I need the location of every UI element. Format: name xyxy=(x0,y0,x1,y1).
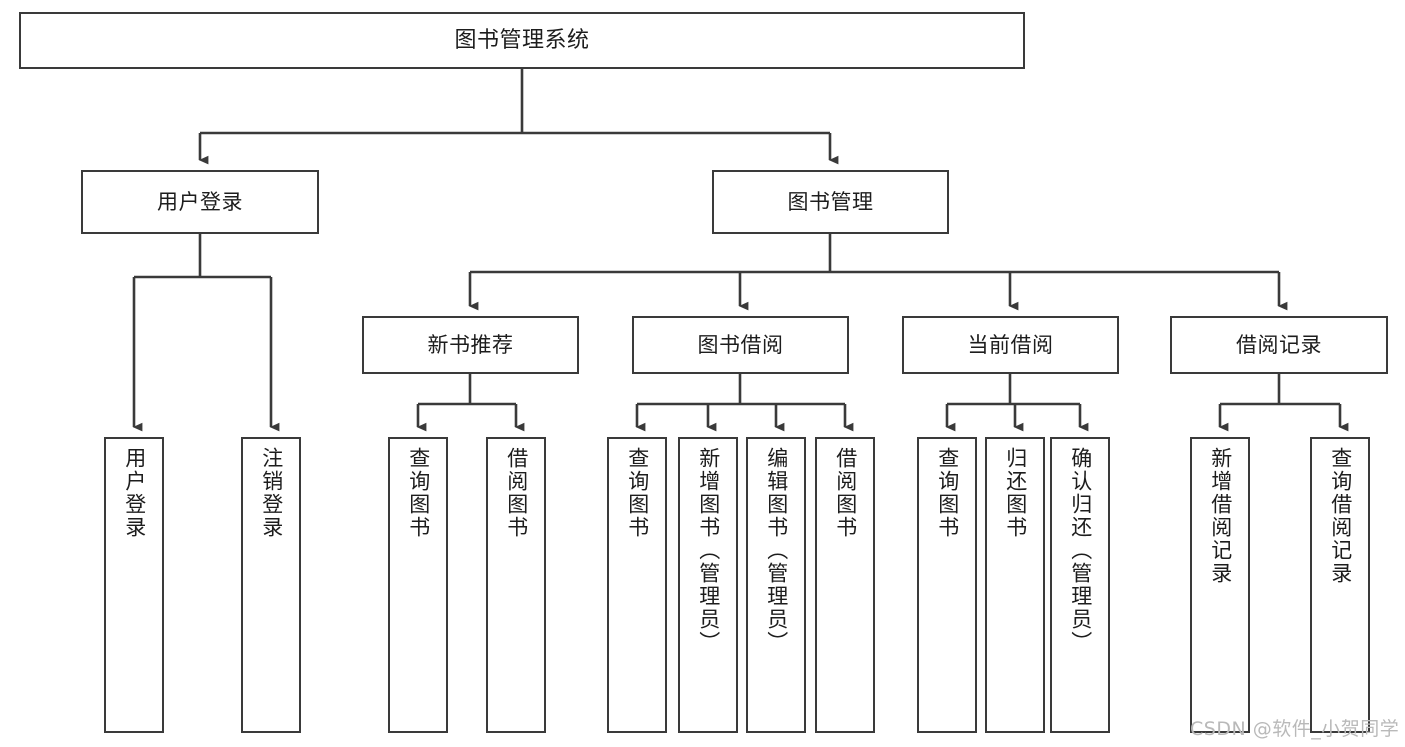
node-leaf-user-logout[interactable]: 注销登录 xyxy=(241,437,301,733)
node-leaf-cb-confirm-return[interactable]: 确认归还（管理员） xyxy=(1050,437,1110,733)
node-new-book-rec[interactable]: 新书推荐 xyxy=(362,316,579,374)
node-leaf-cb-query-book-label: 查询图书 xyxy=(935,447,960,539)
node-leaf-bb-edit-book[interactable]: 编辑图书（管理员） xyxy=(746,437,806,733)
node-leaf-user-logout-label: 注销登录 xyxy=(259,447,284,539)
node-leaf-rec-query-book-label: 查询图书 xyxy=(406,447,431,539)
node-borrow-record-label: 借阅记录 xyxy=(1236,332,1322,357)
node-user-login[interactable]: 用户登录 xyxy=(81,170,319,234)
node-leaf-bb-query-book-label: 查询图书 xyxy=(625,447,650,539)
node-leaf-br-query-record[interactable]: 查询借阅记录 xyxy=(1310,437,1370,733)
node-leaf-cb-return-book[interactable]: 归还图书 xyxy=(985,437,1045,733)
node-leaf-cb-return-book-label: 归还图书 xyxy=(1003,447,1028,539)
node-leaf-rec-borrow-book[interactable]: 借阅图书 xyxy=(486,437,546,733)
node-root[interactable]: 图书管理系统 xyxy=(19,12,1025,69)
node-book-manage[interactable]: 图书管理 xyxy=(712,170,949,234)
node-book-borrow[interactable]: 图书借阅 xyxy=(632,316,849,374)
node-borrow-record[interactable]: 借阅记录 xyxy=(1170,316,1388,374)
node-leaf-rec-query-book[interactable]: 查询图书 xyxy=(388,437,448,733)
node-book-borrow-label: 图书借阅 xyxy=(697,332,784,357)
node-leaf-rec-borrow-book-label: 借阅图书 xyxy=(504,447,529,539)
node-leaf-bb-edit-book-label: 编辑图书（管理员） xyxy=(764,447,789,654)
node-leaf-bb-borrow-book-label: 借阅图书 xyxy=(833,447,858,539)
node-leaf-cb-query-book[interactable]: 查询图书 xyxy=(917,437,977,733)
node-user-login-label: 用户登录 xyxy=(157,189,243,214)
node-book-manage-label: 图书管理 xyxy=(787,189,874,214)
node-leaf-bb-add-book[interactable]: 新增图书（管理员） xyxy=(678,437,738,733)
node-leaf-bb-borrow-book[interactable]: 借阅图书 xyxy=(815,437,875,733)
node-leaf-br-add-record[interactable]: 新增借阅记录 xyxy=(1190,437,1250,733)
node-leaf-br-add-record-label: 新增借阅记录 xyxy=(1208,447,1233,585)
node-leaf-bb-query-book[interactable]: 查询图书 xyxy=(607,437,667,733)
node-root-label: 图书管理系统 xyxy=(454,27,590,53)
node-new-book-rec-label: 新书推荐 xyxy=(427,332,514,357)
node-leaf-user-login[interactable]: 用户登录 xyxy=(104,437,164,733)
node-current-borrow-label: 当前借阅 xyxy=(967,332,1054,357)
node-leaf-bb-add-book-label: 新增图书（管理员） xyxy=(696,447,721,654)
node-leaf-br-query-record-label: 查询借阅记录 xyxy=(1328,447,1353,585)
node-leaf-user-login-label: 用户登录 xyxy=(122,447,147,539)
csdn-watermark: CSDN @软件_小贺同学 xyxy=(1190,718,1400,740)
node-current-borrow[interactable]: 当前借阅 xyxy=(902,316,1119,374)
node-leaf-cb-confirm-return-label: 确认归还（管理员） xyxy=(1068,447,1093,654)
